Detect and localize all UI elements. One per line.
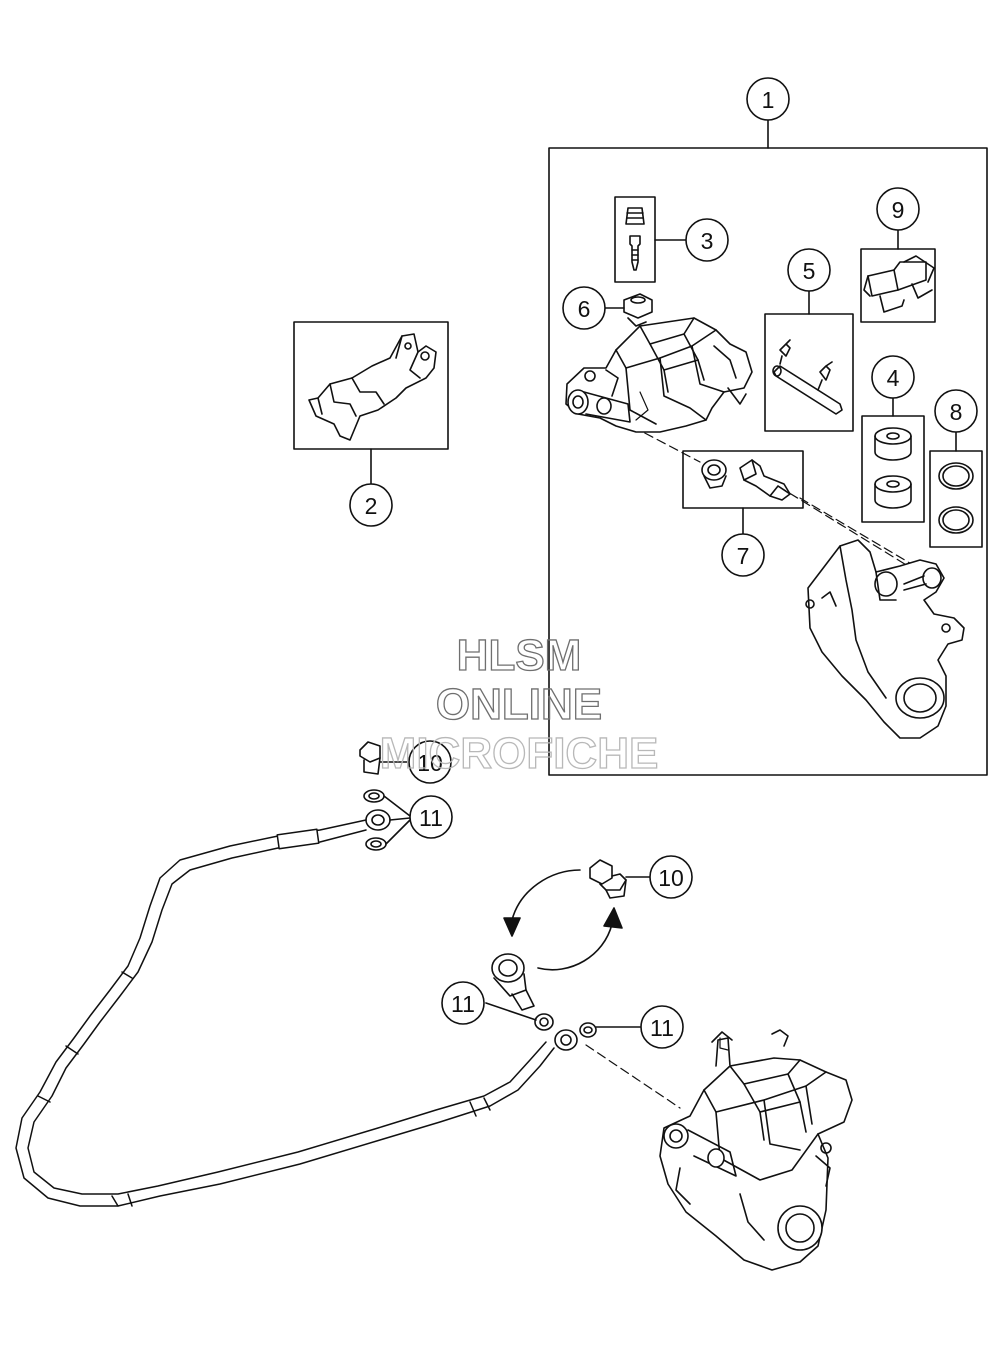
guide-pin-part[interactable]	[764, 313, 854, 432]
callout-11-right-label: 11	[650, 1015, 674, 1041]
washer-11-a[interactable]	[534, 1013, 554, 1031]
callout-10-upper	[408, 740, 452, 784]
washer-11-b[interactable]	[554, 1029, 578, 1051]
callout-8-label: 8	[950, 399, 963, 425]
callout-5-label: 5	[803, 258, 816, 284]
callout-1	[746, 77, 790, 121]
watermark-line-2: ONLINE	[436, 680, 602, 729]
callout-7-label: 7	[737, 543, 750, 569]
callout-5	[787, 248, 831, 292]
banjo-fitting[interactable]	[491, 953, 535, 1011]
slide-bushing-part[interactable]	[682, 450, 804, 509]
callout-11-left-label: 11	[451, 991, 475, 1017]
brake-caliper-lower[interactable]	[659, 1029, 853, 1271]
callout-10-lower-label: 10	[658, 865, 684, 891]
brake-pad-part[interactable]	[293, 321, 449, 450]
watermark-line-1: HLSM	[457, 631, 582, 680]
callout-10-upper-label: 10	[417, 750, 443, 776]
bleeder-cap-part[interactable]	[623, 293, 653, 327]
callout-3	[685, 218, 729, 262]
callout-11-upper-label: 11	[419, 805, 443, 831]
callout-6	[562, 286, 606, 330]
callout-11-left	[441, 981, 485, 1025]
watermark-line-3: MICROFICHE	[380, 729, 659, 778]
brake-hose[interactable]	[15, 819, 555, 1207]
watermark: HLSM ONLINE MICROFICHE	[379, 630, 659, 778]
callout-9	[876, 187, 920, 231]
callout-10-lower	[649, 855, 693, 899]
callout-2	[349, 483, 393, 527]
caliper-bracket[interactable]	[805, 539, 965, 739]
callout-8	[934, 389, 978, 433]
banjo-bolt-upper[interactable]	[359, 741, 381, 775]
pad-clip-part[interactable]	[860, 248, 936, 323]
callout-4-label: 4	[887, 365, 900, 391]
brake-caliper-upper[interactable]	[565, 317, 753, 433]
callout-2-label: 2	[365, 493, 378, 519]
piston-part[interactable]	[861, 415, 925, 523]
piston-seal-part[interactable]	[929, 450, 983, 548]
callout-4	[871, 355, 915, 399]
callout-6-label: 6	[578, 296, 591, 322]
callout-1-label: 1	[762, 87, 775, 113]
washer-11-c[interactable]	[579, 1022, 597, 1038]
banjo-bolt-lower[interactable]	[589, 859, 627, 899]
callout-11-right	[640, 1005, 684, 1049]
callout-9-label: 9	[892, 197, 905, 223]
callout-11-upper	[409, 795, 453, 839]
rotation-arrow-icon	[503, 869, 623, 971]
callout-7	[721, 533, 765, 577]
callout-3-label: 3	[701, 228, 714, 254]
bleeder-valve-part[interactable]	[614, 196, 656, 283]
